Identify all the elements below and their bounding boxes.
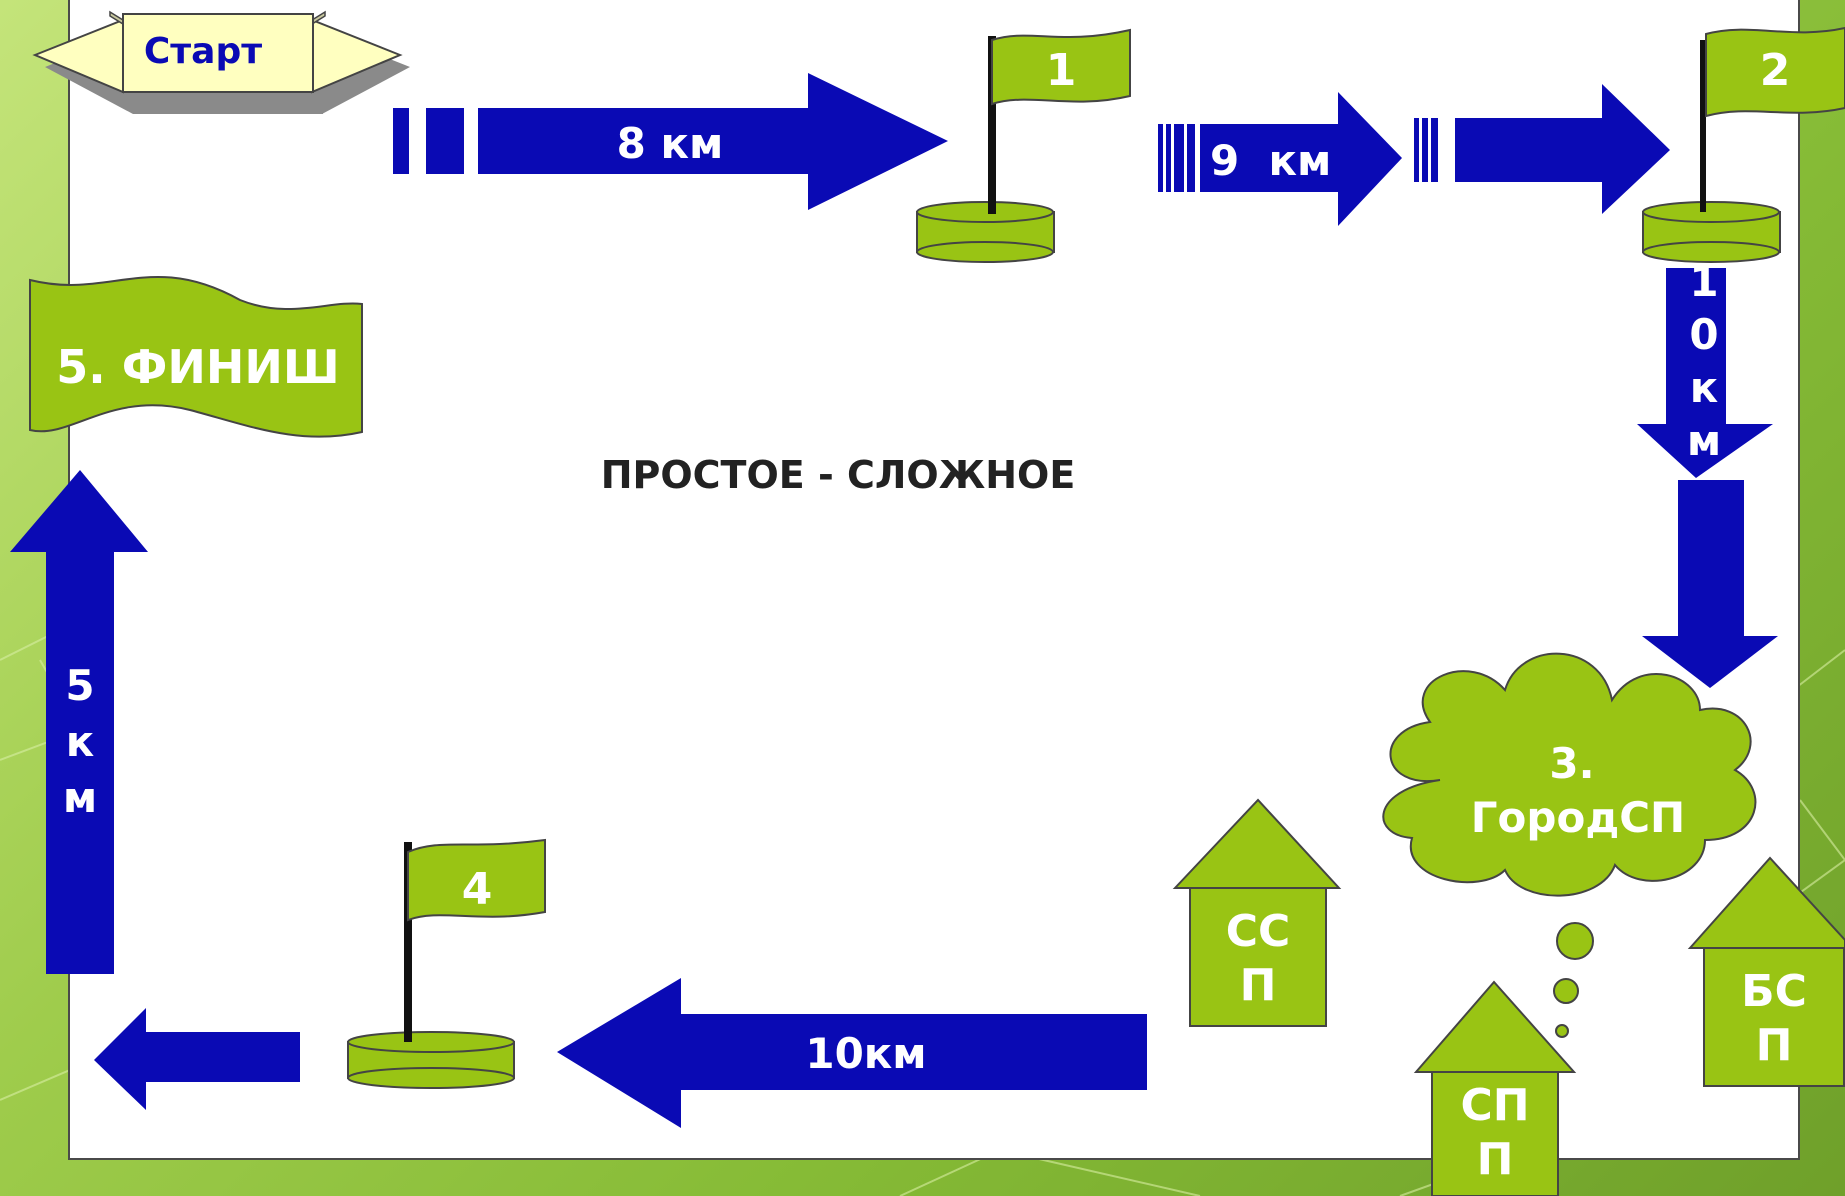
house-spp: СП П bbox=[1413, 980, 1577, 1196]
city-label-line2: ГородСП bbox=[1471, 793, 1685, 842]
distance-5km-char-2: к bbox=[66, 717, 95, 766]
flag-4: 4 bbox=[347, 838, 546, 1089]
distance-8km: 8 км bbox=[617, 119, 724, 168]
slide-canvas bbox=[68, 0, 1800, 1160]
flag-4-label: 4 bbox=[462, 864, 493, 915]
distance-5km-char-1: 5 bbox=[65, 661, 94, 710]
arrow-8km: 8 км bbox=[393, 73, 948, 210]
house-spp-line1: СП bbox=[1460, 1080, 1529, 1131]
city-cloud: 3. ГородСП bbox=[1382, 652, 1757, 1038]
arrow-to-flag-2 bbox=[1414, 84, 1670, 214]
finish-label: 5. ФИНИШ bbox=[56, 340, 339, 394]
house-spp-line2: П bbox=[1477, 1134, 1514, 1185]
distance-9km: 9 км bbox=[1210, 136, 1331, 185]
center-title: ПРОСТОЕ - СЛОЖНОЕ bbox=[601, 453, 1076, 497]
arrow-10km-left: 10км bbox=[557, 978, 1147, 1128]
start-label: Старт bbox=[144, 31, 262, 72]
distance-10km-char-3: к bbox=[1690, 363, 1719, 412]
city-label-line1: 3. bbox=[1549, 739, 1594, 788]
distance-10km-char-1: 1 bbox=[1689, 257, 1718, 306]
arrow-5km-up: 5 к м bbox=[10, 470, 148, 974]
distance-10km-char-4: м bbox=[1687, 416, 1721, 465]
flag-1-label: 1 bbox=[1046, 45, 1077, 96]
finish-flag: 5. ФИНИШ bbox=[29, 275, 363, 438]
flag-1: 1 bbox=[916, 28, 1131, 263]
house-ssp-line2: П bbox=[1240, 960, 1277, 1011]
arrow-10km-down: 1 0 к м bbox=[1637, 257, 1778, 688]
distance-10km-char-2: 0 bbox=[1689, 310, 1718, 359]
distance-10km-left: 10км bbox=[805, 1029, 926, 1078]
start-banner: Старт bbox=[32, 10, 410, 114]
house-bsp-line1: БС bbox=[1741, 966, 1807, 1017]
house-ssp: СС П bbox=[1172, 798, 1342, 1027]
flag-2: 2 bbox=[1642, 26, 1845, 263]
flag-2-label: 2 bbox=[1760, 45, 1791, 96]
arrow-left-to-corner bbox=[94, 1008, 300, 1110]
house-ssp-line1: СС bbox=[1226, 906, 1291, 957]
house-bsp-line2: П bbox=[1756, 1020, 1793, 1071]
house-bsp: БС П bbox=[1687, 856, 1845, 1087]
distance-5km-char-3: м bbox=[63, 773, 97, 822]
arrow-9km: 9 км bbox=[1158, 92, 1402, 226]
